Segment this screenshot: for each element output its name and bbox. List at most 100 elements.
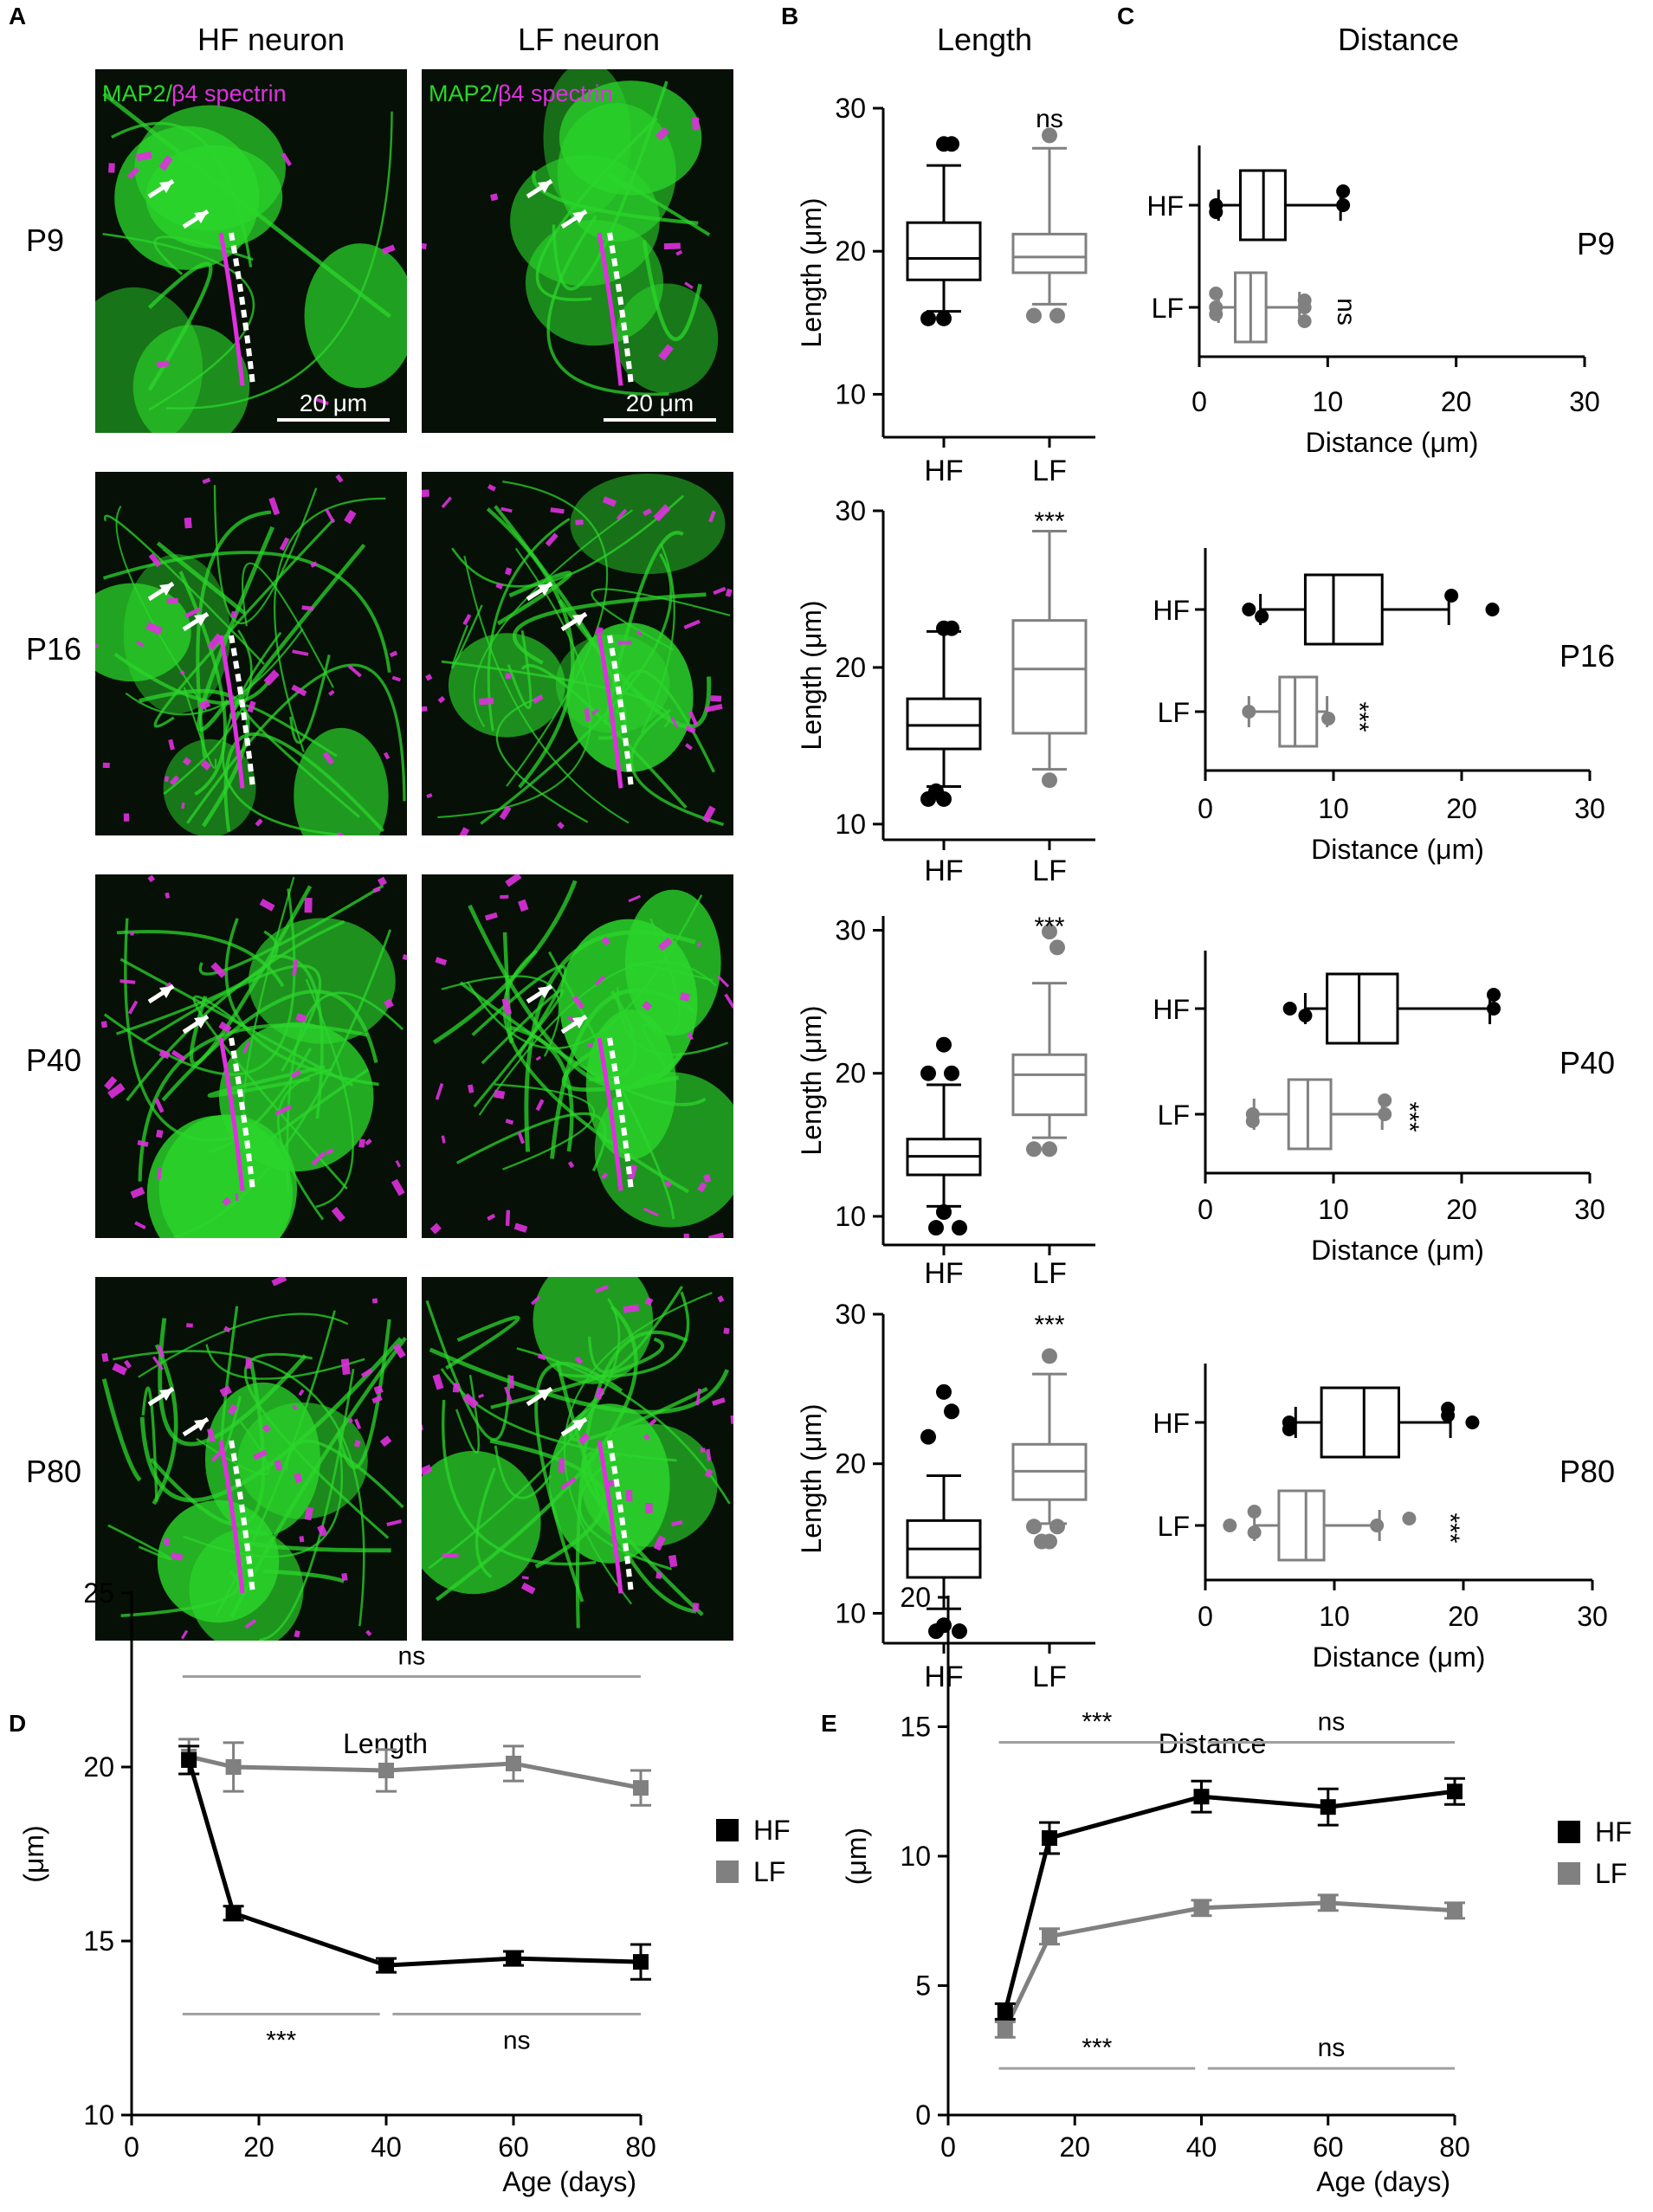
outlier-point (1336, 184, 1351, 198)
y-tick-label: 30 (835, 1299, 866, 1330)
significance-label: ns (1036, 105, 1063, 133)
data-point (1193, 1899, 1210, 1916)
x-tick-label: 20 (1441, 386, 1472, 417)
x-axis-label: Distance (μm) (1311, 1235, 1484, 1266)
legend-label-lf: LF (1595, 1858, 1627, 1889)
outlier-point (1378, 1107, 1392, 1121)
x-tick-label: 0 (1198, 1601, 1213, 1632)
series-hf (994, 1777, 1465, 2021)
outlier-point (936, 310, 952, 326)
x-tick-label: 30 (1574, 1194, 1605, 1225)
outlier-point (1247, 1525, 1262, 1539)
data-point (1320, 1894, 1336, 1911)
panel-label-b: B (781, 3, 798, 29)
x-tick-label-hf: HF (924, 854, 963, 887)
x-tick-label: 40 (1186, 2131, 1217, 2163)
outlier-point (1223, 1519, 1237, 1532)
y-axis-label: Length (μm) (796, 600, 827, 750)
x-tick-label: 30 (1574, 793, 1605, 824)
legend-marker-lf (716, 1861, 739, 1883)
outlier-point (1487, 1002, 1501, 1016)
y-tick-label: 20 (835, 1448, 866, 1480)
x-tick-label-lf: LF (1032, 854, 1067, 887)
outlier-point (1441, 1409, 1456, 1422)
y-tick-label: 10 (835, 809, 866, 840)
outlier-point (1444, 589, 1459, 603)
outlier-point (920, 310, 936, 326)
outlier-point (1242, 705, 1256, 719)
data-point (1447, 1783, 1463, 1800)
stain-label-magenta-0: β4 spectrin (171, 81, 287, 106)
row-label-p40: P40 (1559, 1045, 1615, 1080)
y-axis-label: Length (μm) (796, 1005, 827, 1155)
series-line (1003, 1900, 1456, 2031)
data-point (378, 1763, 394, 1779)
scale-bar-label-1: 20 μm (626, 390, 694, 416)
y-tick-label-lf: LF (1158, 1511, 1190, 1542)
box-iqr (1278, 675, 1319, 748)
box-hf (906, 1036, 982, 1236)
panel-b-title: Length (937, 22, 1032, 57)
outlier-point (936, 1036, 952, 1053)
box-iqr (906, 221, 982, 281)
data-point (1447, 1902, 1463, 1919)
x-tick-label-lf: LF (1032, 1257, 1067, 1290)
outlier-point (1245, 1114, 1260, 1128)
y-axis-label: (μm) (18, 1825, 49, 1882)
outlier-point (1402, 1512, 1417, 1525)
y-axis-label: (μm) (841, 1828, 872, 1885)
x-axis-label: Distance (μm) (1306, 427, 1479, 458)
x-tick-label: 10 (1313, 386, 1344, 417)
outlier-point (928, 1623, 944, 1640)
box-iqr (906, 697, 982, 751)
outlier-point (1282, 1002, 1297, 1016)
x-tick-label: 60 (1313, 2131, 1344, 2163)
micro-col-title-lf: LF neuron (518, 22, 660, 57)
x-tick-label: 0 (1198, 1194, 1213, 1225)
y-tick-label: 25 (83, 1577, 114, 1609)
box-iqr (1303, 573, 1384, 646)
chart-title: Distance (1159, 1728, 1267, 1759)
x-tick-label: 30 (1577, 1601, 1608, 1632)
x-tick-label: 20 (1059, 2131, 1090, 2163)
significance-label: *** (1034, 913, 1064, 941)
outlier-point (1026, 1141, 1042, 1158)
outlier-point (928, 1220, 944, 1236)
significance-label: ns (1332, 298, 1360, 326)
x-tick-label-hf: HF (924, 1257, 963, 1290)
data-point (997, 2022, 1013, 2038)
y-tick-label-lf: LF (1158, 697, 1190, 728)
box-hf (1209, 169, 1351, 242)
outlier-point (1042, 1141, 1057, 1158)
significance-label: ns (398, 1641, 426, 1670)
outlier-point (1034, 1533, 1049, 1550)
y-tick-label: 15 (83, 1925, 114, 1957)
x-tick-label-lf: LF (1032, 1661, 1067, 1693)
legend-label-hf: HF (1595, 1816, 1632, 1848)
legend-marker-hf (1558, 1821, 1580, 1843)
outlier-point (944, 620, 959, 636)
box-iqr (1011, 1053, 1088, 1117)
y-tick-label: 20 (835, 1058, 866, 1089)
series-lf (994, 1893, 1465, 2039)
outlier-point (1282, 1422, 1296, 1436)
box-iqr (1320, 1386, 1400, 1459)
micrograph-p40-lf (422, 874, 733, 1238)
box-lf (1245, 1078, 1392, 1151)
box-lf (1242, 675, 1336, 748)
box-lf (1209, 271, 1312, 344)
data-point (633, 1780, 649, 1796)
x-tick-label: 60 (498, 2131, 529, 2163)
x-tick-label-hf: HF (924, 455, 963, 487)
series-line (188, 1754, 642, 1790)
outlier-point (1336, 198, 1351, 212)
y-tick-label: 20 (835, 652, 866, 683)
data-point (181, 1751, 197, 1768)
